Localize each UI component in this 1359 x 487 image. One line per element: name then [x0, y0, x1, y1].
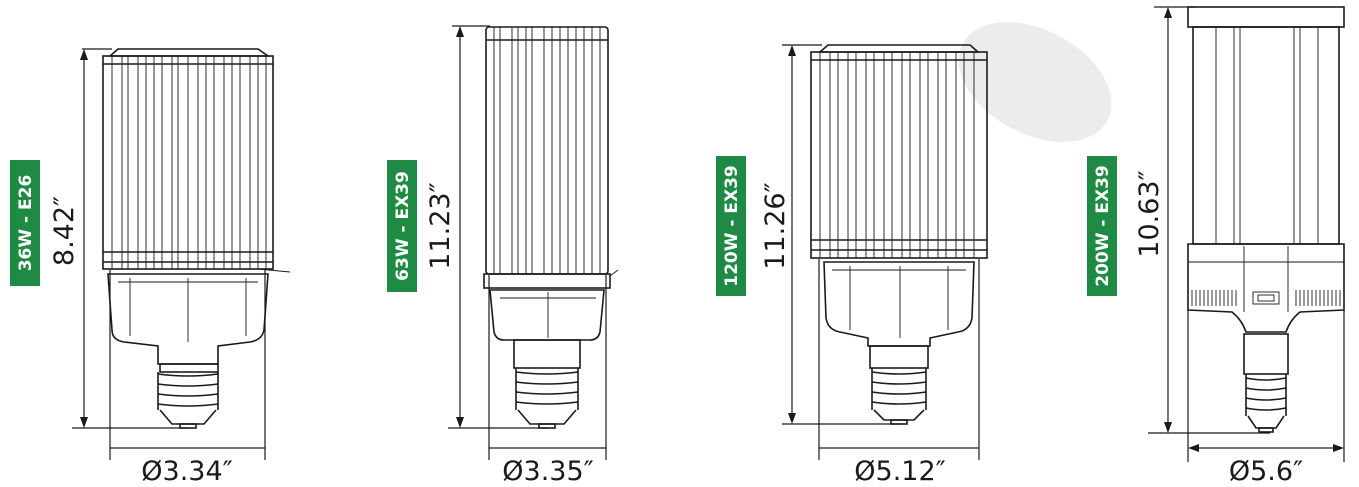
lamp-2-badge-label: 63W - EX39 [393, 171, 413, 281]
lamp-4-badge-label: 200W - EX39 [1093, 165, 1113, 287]
lamp-3-height-dimension [782, 44, 900, 425]
lamp-1-badge-label: 36W - E26 [16, 175, 36, 272]
lamp-1-diameter-dimension [109, 270, 266, 460]
lamp-4-diameter-dimension [1187, 310, 1345, 462]
lamp-1-badge [10, 160, 40, 286]
lamp-3-diameter-label: Ø5.12″ [854, 456, 945, 487]
lamp-3-diameter-dimension [818, 259, 980, 460]
lamp-4-height-dimension [1148, 6, 1270, 434]
background-blob [958, 22, 1112, 142]
lamp-1-diameter-label: Ø3.34″ [141, 456, 232, 487]
lamp-2-diameter-dimension [488, 275, 607, 460]
lamp-2-height-label: 11.23″ [425, 182, 456, 269]
lamp-1-drawing [102, 48, 291, 429]
lamp-4-diameter-label: Ø5.6″ [1229, 456, 1303, 487]
lamp-2-diameter-label: Ø3.35″ [502, 456, 593, 487]
lamp-1-height-dimension [72, 48, 190, 429]
lamp-4-badge [1087, 156, 1117, 296]
lamp-3: 120W - EX39 11.26″ Ø5.12″ [716, 44, 988, 487]
lamp-4-drawing [1187, 6, 1345, 433]
lamp-3-badge [716, 156, 746, 296]
lamp-1-height-label: 8.42″ [49, 196, 80, 266]
lamp-1: 36W - E26 8.42″ Ø3.34″ [10, 48, 291, 487]
lamp-4-height-label: 10.63″ [1134, 170, 1165, 257]
lamp-2-badge [387, 160, 417, 292]
lamp-3-badge-label: 120W - EX39 [722, 165, 742, 287]
lamp-3-drawing [810, 44, 988, 425]
lamp-2: 63W - EX39 11.23″ Ø3.35″ [387, 25, 619, 487]
lamp-2-height-dimension [448, 25, 548, 429]
lamp-4: 200W - EX39 10.63″ Ø5.6″ [1087, 6, 1345, 487]
lamp-2-drawing [483, 26, 619, 429]
lamp-3-height-label: 11.26″ [760, 182, 791, 269]
